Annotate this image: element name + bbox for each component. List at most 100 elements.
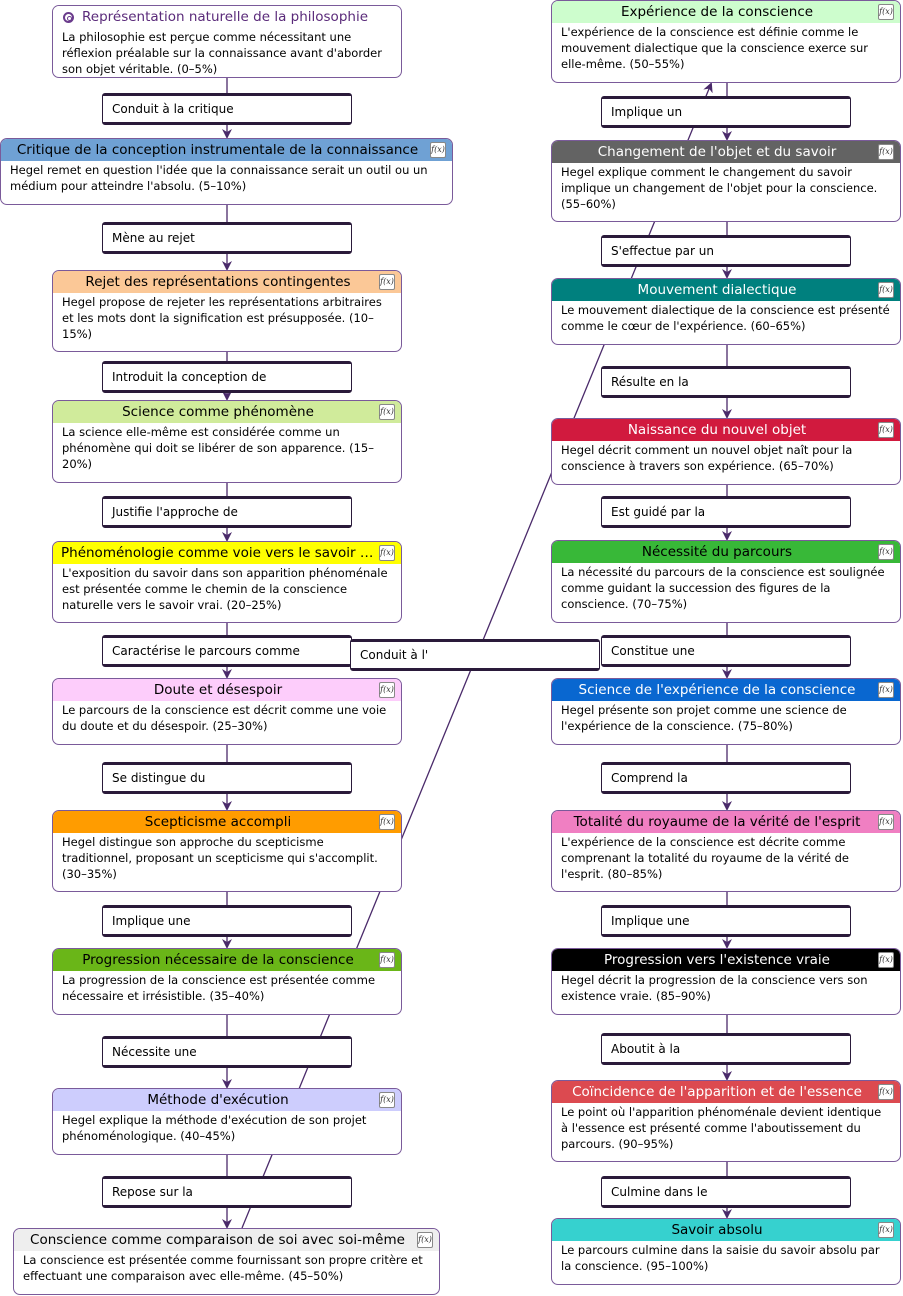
node-title-text: Représentation naturelle de la philosoph…: [82, 9, 368, 25]
node-title: Expérience de la conscience: [552, 1, 900, 23]
function-icon[interactable]: f(x): [878, 1084, 894, 1100]
node-critique-de-la-conception-instrumentale-de-la-connaissance[interactable]: Critique de la conception instrumentale …: [0, 138, 453, 205]
node-description: Le parcours culmine dans la saisie du sa…: [561, 1243, 880, 1273]
node-description: Le mouvement dialectique de la conscienc…: [561, 303, 890, 333]
node-description: Hegel explique comment le changement du …: [561, 165, 878, 211]
node-description: La conscience est présentée comme fourni…: [23, 1253, 423, 1283]
function-icon[interactable]: f(x): [878, 814, 894, 830]
node-title: Savoir absolu: [552, 1219, 900, 1241]
node-savoir-absolu[interactable]: Savoir absolu f(x) Le parcours culmine dan…: [551, 1218, 901, 1285]
node-title-text: Savoir absolu: [671, 1222, 763, 1238]
node-description: La philosophie est perçue comme nécessit…: [62, 30, 382, 76]
edge-label: Résulte en la: [601, 366, 851, 398]
function-icon[interactable]: f(x): [878, 544, 894, 560]
node-title: Représentation naturelle de la philosoph…: [53, 6, 401, 28]
node-title-text: Science de l'expérience de la conscience: [578, 682, 856, 698]
function-icon[interactable]: f(x): [878, 144, 894, 160]
node-description: Hegel présente son projet comme une scie…: [561, 703, 847, 733]
node-description: Hegel remet en question l'idée que la co…: [10, 163, 428, 193]
node-title-text: Expérience de la conscience: [620, 4, 814, 20]
edge-label: Introduit la conception de: [102, 361, 352, 393]
node-title: Nécessité du parcours: [552, 541, 900, 563]
function-icon[interactable]: f(x): [379, 1092, 395, 1108]
node-experience-de-la-conscience[interactable]: Expérience de la conscience f(x) L'expérie…: [551, 0, 901, 83]
edge-label: Comprend la: [601, 762, 851, 794]
node-title: Scepticisme accompli: [53, 811, 401, 833]
node-description: Le point où l'apparition phénoménale dev…: [561, 1105, 882, 1151]
function-icon[interactable]: f(x): [379, 952, 395, 968]
node-title: Rejet des représentations contingentes: [53, 271, 401, 293]
node-description: L'expérience de la conscience est défini…: [561, 25, 869, 71]
node-title-text: Critique de la conception instrumentale …: [16, 142, 419, 158]
node-title: Changement de l'objet et du savoir: [552, 141, 900, 163]
function-icon[interactable]: f(x): [878, 952, 894, 968]
function-icon[interactable]: f(x): [379, 682, 395, 698]
edge-label: Se distingue du: [102, 762, 352, 794]
node-phenomenologie-comme-voie-vers-le-savoir-vrai[interactable]: Phénoménologie comme voie vers le savoir…: [52, 541, 402, 623]
node-title-text: Méthode d'exécution: [147, 1092, 289, 1108]
function-icon[interactable]: f(x): [878, 1222, 894, 1238]
node-title: Mouvement dialectique: [552, 279, 900, 301]
function-icon[interactable]: f(x): [379, 404, 395, 420]
node-title-text: Totalité du royaume de la vérité de l'es…: [573, 814, 861, 830]
node-description: Le parcours de la conscience est décrit …: [62, 703, 387, 733]
edge-label: Mène au rejet: [102, 222, 352, 254]
edge-label: Justifie l'approche de: [102, 496, 352, 528]
node-title-text: Progression nécessaire de la conscience: [82, 952, 354, 968]
node-title: Coïncidence de l'apparition et de l'esse…: [552, 1081, 900, 1103]
edge-label: Repose sur la: [102, 1176, 352, 1208]
edge-label: Conduit à l': [350, 639, 600, 671]
node-description: L'exposition du savoir dans son appariti…: [62, 566, 388, 612]
function-icon[interactable]: f(x): [878, 282, 894, 298]
node-title-text: Phénoménologie comme voie vers le savoir…: [61, 545, 386, 561]
function-icon[interactable]: f(x): [878, 4, 894, 20]
node-description: La progression de la conscience est prés…: [62, 973, 376, 1003]
node-title-text: Conscience comme comparaison de soi avec…: [30, 1232, 405, 1248]
node-title-text: Rejet des représentations contingentes: [85, 274, 351, 290]
edge-label: Nécessite une: [102, 1036, 352, 1068]
edge-label: Conduit à la critique: [102, 93, 352, 125]
node-rejet-des-representations-contingentes[interactable]: Rejet des représentations contingentes f(…: [52, 270, 402, 352]
node-title-text: Nécessité du parcours: [641, 544, 793, 560]
node-description: L'expérience de la conscience est décrit…: [561, 835, 850, 881]
target-icon: [63, 12, 74, 23]
node-conscience-comme-comparaison-de-soi-avec-soi-meme[interactable]: Conscience comme comparaison de soi avec…: [13, 1228, 440, 1295]
function-icon[interactable]: f(x): [878, 682, 894, 698]
node-progression-necessaire-de-la-conscience[interactable]: Progression nécessaire de la conscience f…: [52, 948, 402, 1015]
function-icon[interactable]: f(x): [379, 545, 395, 561]
node-totalite-du-royaume-de-la-verite-de-l-esprit[interactable]: Totalité du royaume de la vérité de l'es…: [551, 810, 901, 892]
function-icon[interactable]: f(x): [417, 1232, 433, 1248]
node-coincidence-de-l-apparition-et-de-l-essence[interactable]: Coïncidence de l'apparition et de l'esse…: [551, 1080, 901, 1162]
node-description: Hegel décrit la progression de la consci…: [561, 973, 868, 1003]
node-methode-d-execution[interactable]: Méthode d'exécution f(x) Hegel explique la…: [52, 1088, 402, 1155]
node-title: Progression nécessaire de la conscience: [53, 949, 401, 971]
node-title: Naissance du nouvel objet: [552, 419, 900, 441]
function-icon[interactable]: f(x): [430, 142, 446, 158]
edge-label: Constitue une: [601, 635, 851, 667]
node-title-text: Science comme phénomène: [122, 404, 314, 420]
node-mouvement-dialectique[interactable]: Mouvement dialectique f(x) Le mouvement di…: [551, 278, 901, 345]
node-title: Phénoménologie comme voie vers le savoir…: [53, 542, 401, 564]
node-representation-naturelle-de-la-philosophie[interactable]: Représentation naturelle de la philosoph…: [52, 5, 402, 78]
node-title: Doute et désespoir: [53, 679, 401, 701]
node-title: Méthode d'exécution: [53, 1089, 401, 1111]
node-title: Science comme phénomène: [53, 401, 401, 423]
edge-label: Culmine dans le: [601, 1176, 851, 1208]
edge-label: Implique un: [601, 96, 851, 128]
function-icon[interactable]: f(x): [878, 422, 894, 438]
node-description: Hegel décrit comment un nouvel objet naî…: [561, 443, 853, 473]
node-title: Totalité du royaume de la vérité de l'es…: [552, 811, 900, 833]
node-title-text: Mouvement dialectique: [637, 282, 797, 298]
function-icon[interactable]: f(x): [379, 814, 395, 830]
node-science-de-l-experience-de-la-conscience[interactable]: Science de l'expérience de la conscience…: [551, 678, 901, 745]
node-description: Hegel explique la méthode d'exécution de…: [62, 1113, 367, 1143]
node-title: Critique de la conception instrumentale …: [1, 139, 452, 161]
function-icon[interactable]: f(x): [379, 274, 395, 290]
